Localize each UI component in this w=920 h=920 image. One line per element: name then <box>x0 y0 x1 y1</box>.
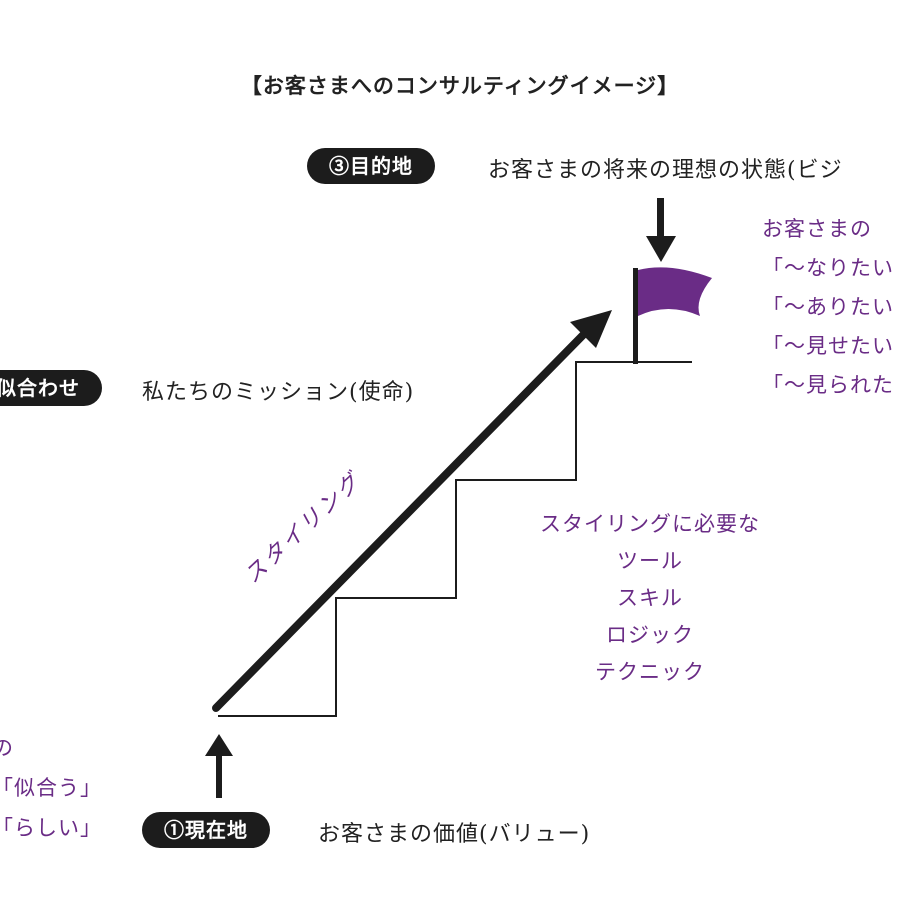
value-item: 「らしい」 <box>0 816 102 840</box>
staircase-steps <box>218 361 692 717</box>
mission-description: 私たちのミッション(使命) <box>142 380 415 405</box>
current-description: お客さまの価値(バリュー) <box>318 822 591 847</box>
destination-description: お客さまの将来の理想の状態(ビジ <box>488 158 843 183</box>
progress-arrow <box>212 326 592 712</box>
value-list: の 「似合う」 「らしい」 <box>0 728 102 848</box>
match-badge: 似合わせ <box>0 370 102 406</box>
tools-item: テクニック <box>595 660 705 684</box>
flag-pole <box>633 268 638 364</box>
flag-icon <box>638 267 712 316</box>
tools-item: スタイリングに必要な <box>540 512 760 536</box>
tools-item: スキル <box>617 586 683 610</box>
current-location-badge: ①現在地 <box>142 812 270 848</box>
goal-list: お客さまの 「〜なりたい 「〜ありたい 「〜見せたい 「〜見られた <box>762 210 894 405</box>
value-item: 「似合う」 <box>0 776 102 800</box>
goal-item: お客さまの <box>762 217 872 241</box>
tools-item: ロジック <box>606 623 694 647</box>
destination-badge: ③目的地 <box>307 148 435 184</box>
tools-list: スタイリングに必要な ツール スキル ロジック テクニック <box>480 506 820 691</box>
value-item: の <box>0 736 14 760</box>
up-arrow-icon <box>205 734 233 798</box>
goal-item: 「〜見せたい <box>762 334 894 358</box>
goal-item: 「〜なりたい <box>762 256 894 280</box>
diagram-title: 【お客さまへのコンサルティングイメージ】 <box>240 73 680 98</box>
goal-item: 「〜ありたい <box>762 295 894 319</box>
progress-arrow-head <box>570 310 612 348</box>
goal-item: 「〜見られた <box>762 373 894 397</box>
down-arrow-icon <box>646 198 676 262</box>
tools-item: ツール <box>617 549 683 573</box>
